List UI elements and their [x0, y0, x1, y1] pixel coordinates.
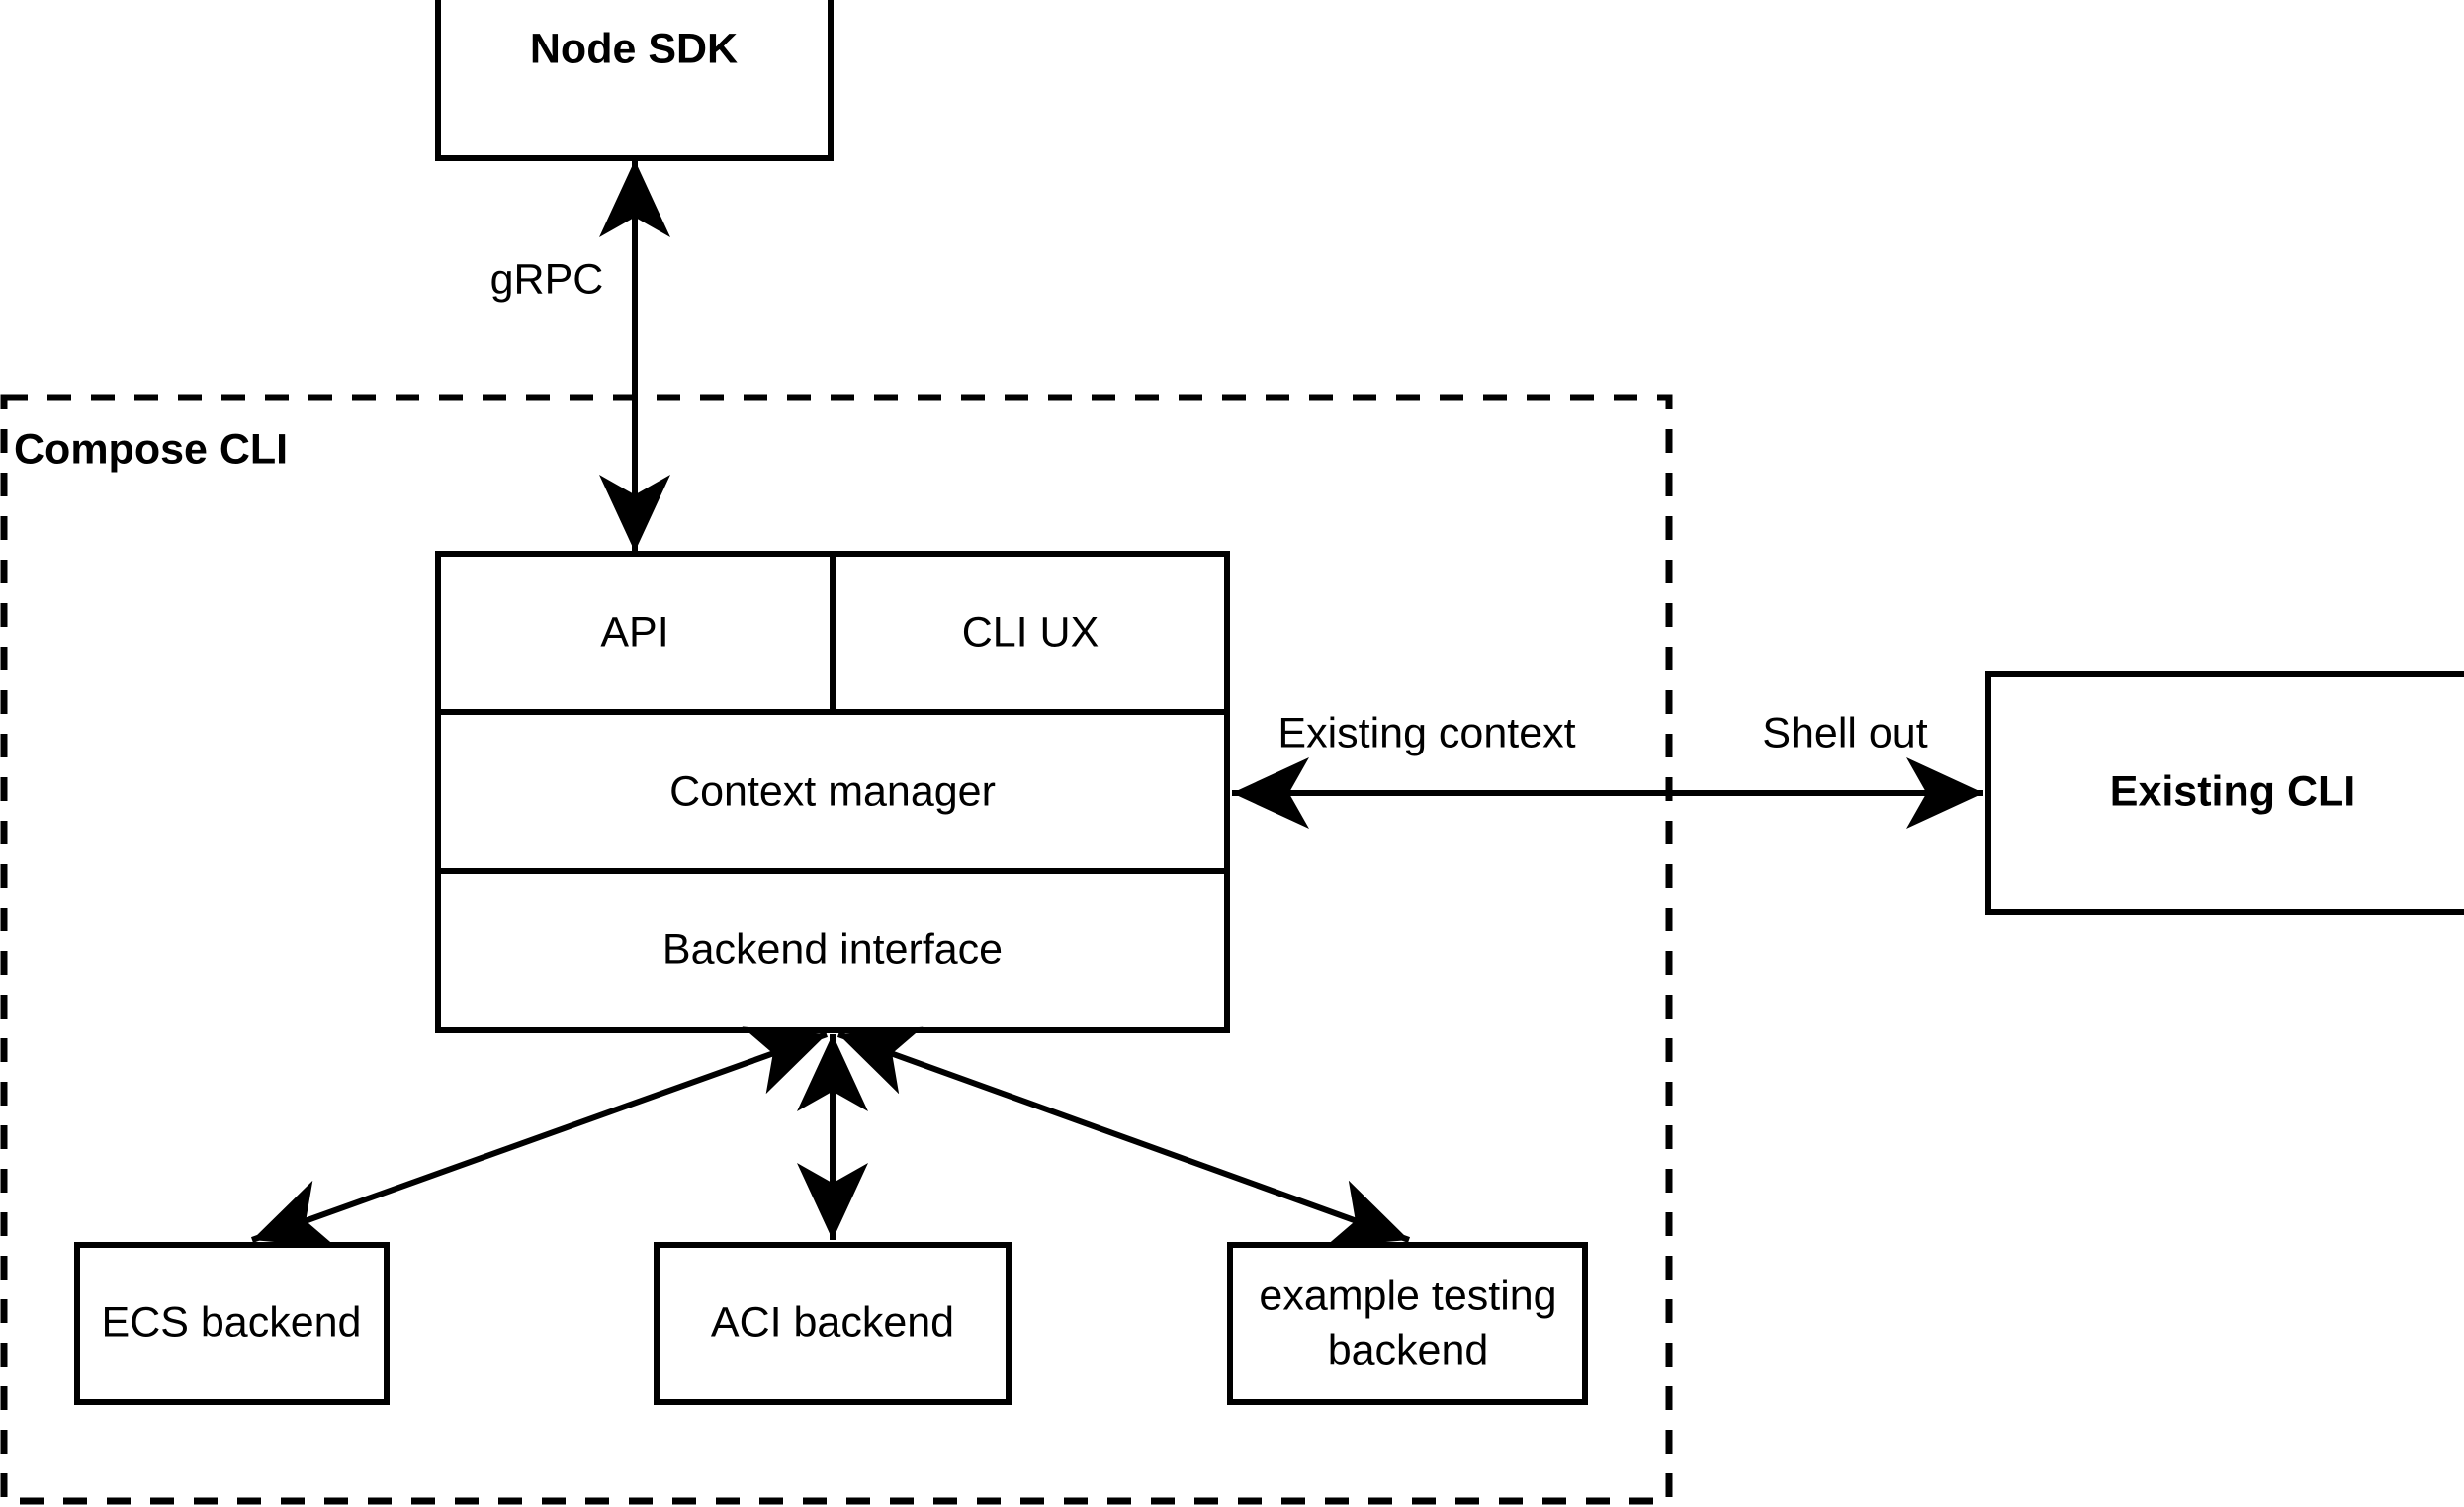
aci-backend-box[interactable]: ACI backend — [654, 1242, 1012, 1405]
node-sdk-label: Node SDK — [530, 25, 738, 72]
existing-context-edge-label: Existing context — [1277, 709, 1575, 756]
ecs-arrow — [250, 1026, 829, 1248]
backend-interface-label: Backend interface — [662, 926, 1003, 973]
cli-ux-label: CLI UX — [962, 608, 1100, 656]
ecs-backend-rect[interactable] — [74, 1242, 390, 1405]
ecs-backend-label: ECS backend — [102, 1298, 362, 1346]
compose-cli-group-label: Compose CLI — [14, 425, 288, 473]
cli-stack: API CLI UX Context manager Backend inter… — [435, 551, 1230, 1033]
aci-backend-rect[interactable] — [654, 1242, 1012, 1405]
existing-cli-label: Existing CLI — [2110, 767, 2355, 815]
edge-ecs — [250, 1026, 829, 1248]
grpc-edge-label: gRPC — [490, 255, 604, 303]
example-arrow — [836, 1026, 1411, 1248]
edge-grpc: gRPC — [490, 160, 670, 552]
edge-example — [836, 1026, 1411, 1248]
shell-out-edge-label: Shell out — [1762, 709, 1927, 756]
example-backend-rect[interactable] — [1227, 1242, 1588, 1405]
example-backend-label-line2: backend — [1328, 1326, 1489, 1374]
ecs-backend-box[interactable]: ECS backend — [74, 1242, 390, 1405]
example-backend-box[interactable]: example testing backend — [1227, 1242, 1588, 1405]
api-label: API — [600, 608, 668, 656]
group-compose-cli: Compose CLI — [0, 394, 1673, 1505]
existing-cli-box[interactable]: Existing CLI — [1985, 671, 2464, 915]
example-backend-label-line1: example testing — [1259, 1272, 1556, 1319]
compose-cli-group-border — [0, 394, 1673, 1505]
existing-cli-rect[interactable] — [1985, 671, 2464, 915]
node-sdk-rect[interactable] — [435, 0, 834, 161]
context-manager-label: Context manager — [669, 767, 996, 815]
edge-existing-cli: Existing context Shell out — [1232, 709, 1983, 829]
aci-backend-label: ACI backend — [711, 1298, 954, 1346]
node-sdk-box[interactable]: Node SDK — [435, 0, 834, 161]
